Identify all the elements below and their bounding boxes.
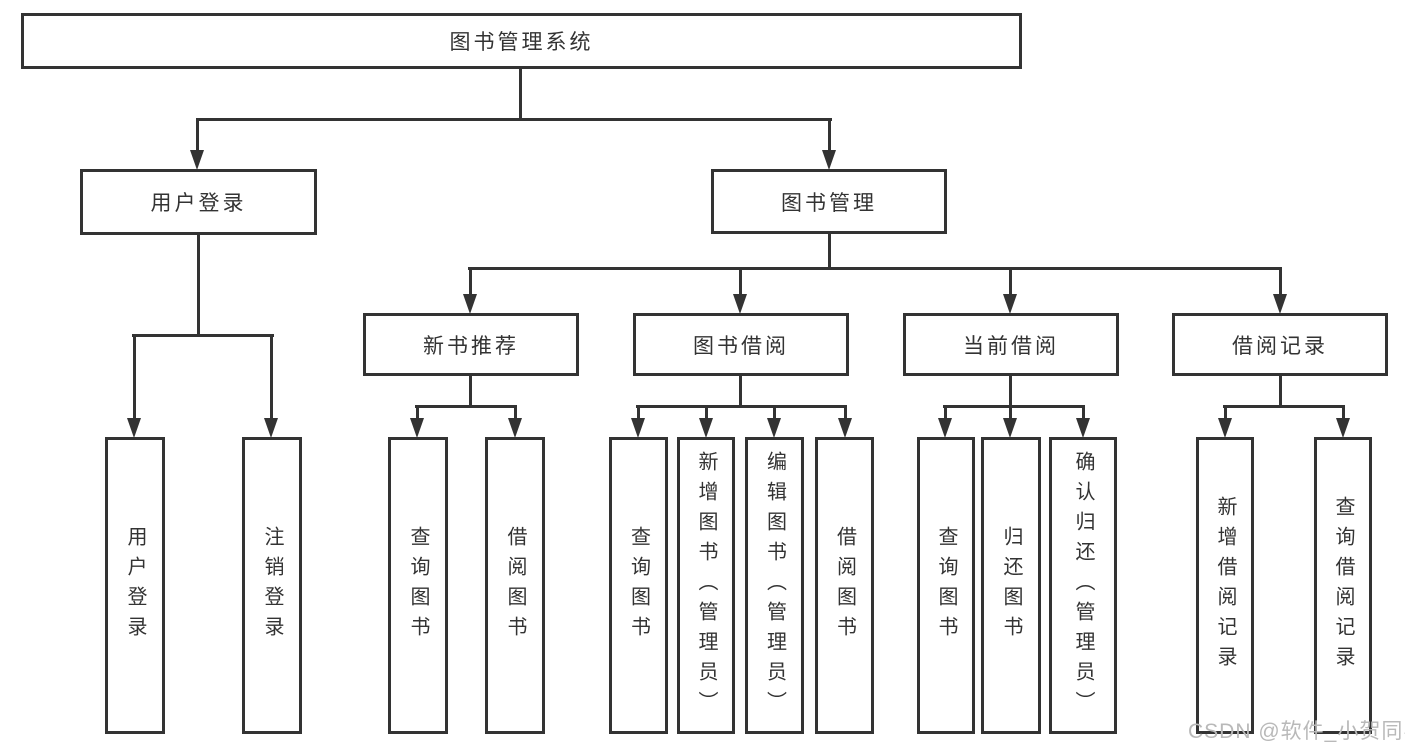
leaf-query-borrow-record: 查询借阅记录 (1314, 437, 1372, 734)
arrow-down-icon (463, 294, 477, 314)
node-new-book-recommend: 新书推荐 (363, 313, 579, 376)
arrow-down-icon (1003, 294, 1017, 314)
leaf-add-borrow-record: 新增借阅记录 (1196, 437, 1254, 734)
arrow-shaft (416, 405, 419, 421)
arrow-shaft (1279, 267, 1282, 297)
arrow-down-icon (127, 418, 141, 438)
leaf-query-books-1: 查询图书 (388, 437, 448, 734)
connector-hline (415, 405, 517, 408)
leaf-edit-books-admin: 编辑图书（管理员） (745, 437, 804, 734)
arrow-down-icon (938, 418, 952, 438)
arrow-shaft (637, 405, 640, 421)
connector-vline (519, 68, 522, 120)
arrow-shaft (1082, 405, 1085, 421)
arrow-down-icon (1218, 418, 1232, 438)
arrow-shaft (270, 334, 273, 421)
arrow-shaft (196, 118, 199, 154)
arrow-shaft (773, 405, 776, 421)
arrow-shaft (1224, 405, 1227, 421)
leaf-user-login: 用户登录 (105, 437, 165, 734)
node-borrow-records: 借阅记录 (1172, 313, 1388, 376)
connector-vline (828, 233, 831, 270)
leaf-logout: 注销登录 (242, 437, 302, 734)
node-book-management: 图书管理 (711, 169, 947, 234)
arrow-shaft (1342, 405, 1345, 421)
leaf-borrow-books-1: 借阅图书 (485, 437, 545, 734)
arrow-down-icon (822, 150, 836, 170)
arrow-down-icon (838, 418, 852, 438)
leaf-query-books-2: 查询图书 (609, 437, 668, 734)
arrow-shaft (828, 118, 831, 154)
arrow-down-icon (1336, 418, 1350, 438)
arrow-down-icon (733, 294, 747, 314)
arrow-down-icon (1273, 294, 1287, 314)
arrow-down-icon (1003, 418, 1017, 438)
arrow-down-icon (264, 418, 278, 438)
connector-vline (1009, 376, 1012, 408)
connector-hline (196, 118, 832, 121)
arrow-down-icon (508, 418, 522, 438)
arrow-down-icon (767, 418, 781, 438)
arrow-shaft (1009, 267, 1012, 297)
leaf-confirm-return-admin: 确认归还（管理员） (1049, 437, 1117, 734)
leaf-query-books-3: 查询图书 (917, 437, 975, 734)
connector-hline (468, 267, 1282, 270)
arrow-shaft (739, 267, 742, 297)
connector-vline (197, 234, 200, 337)
connector-vline (739, 376, 742, 408)
arrow-shaft (514, 405, 517, 421)
connector-hline (132, 334, 274, 337)
connector-hline (943, 405, 1085, 408)
connector-hline (636, 405, 847, 408)
connector-vline (469, 376, 472, 408)
node-user-login: 用户登录 (80, 169, 317, 235)
node-book-borrow: 图书借阅 (633, 313, 849, 376)
arrow-down-icon (1076, 418, 1090, 438)
arrow-shaft (469, 267, 472, 297)
watermark: CSDN @软件_小贺同学 (1188, 720, 1405, 743)
connector-hline (1223, 405, 1345, 408)
node-root: 图书管理系统 (21, 13, 1022, 69)
arrow-shaft (705, 405, 708, 421)
node-current-borrow: 当前借阅 (903, 313, 1119, 376)
arrow-shaft (1009, 405, 1012, 421)
connector-vline (1279, 376, 1282, 408)
arrow-down-icon (699, 418, 713, 438)
arrow-down-icon (631, 418, 645, 438)
arrow-down-icon (410, 418, 424, 438)
leaf-add-books-admin: 新增图书（管理员） (677, 437, 735, 734)
leaf-return-books: 归还图书 (981, 437, 1041, 734)
leaf-borrow-books-2: 借阅图书 (815, 437, 874, 734)
arrow-shaft (844, 405, 847, 421)
arrow-down-icon (190, 150, 204, 170)
arrow-shaft (133, 334, 136, 421)
arrow-shaft (944, 405, 947, 421)
